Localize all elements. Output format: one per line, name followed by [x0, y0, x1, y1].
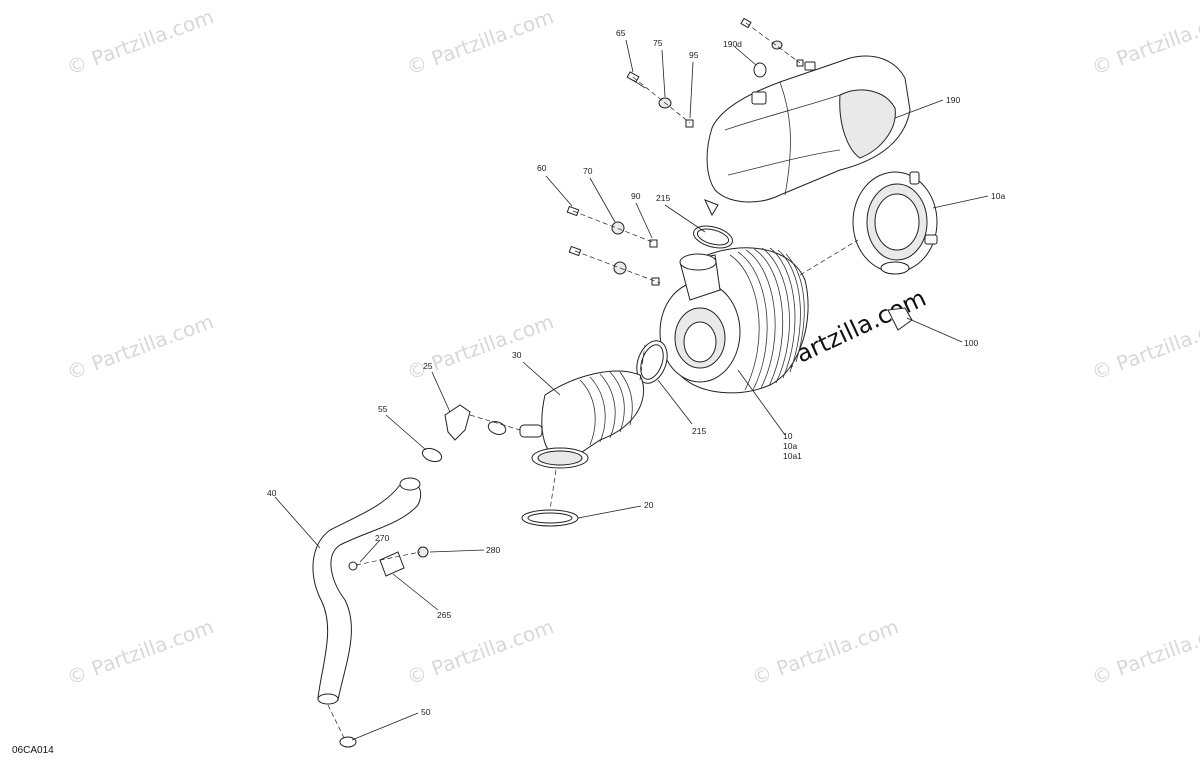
part-50-clamp[interactable] — [339, 736, 357, 748]
callout-25[interactable]: 25 — [423, 361, 433, 371]
part-30-intake-boot[interactable] — [519, 370, 645, 469]
callout-60[interactable]: 60 — [537, 163, 547, 173]
part-280-nut[interactable] — [417, 546, 429, 558]
callout-215-top[interactable]: 215 — [656, 193, 670, 203]
part-55-clamp[interactable] — [421, 419, 508, 464]
callout-30[interactable]: 30 — [512, 350, 522, 360]
part-70-washers[interactable] — [611, 221, 627, 275]
callout-70[interactable]: 70 — [583, 166, 593, 176]
part-265-holder[interactable] — [379, 551, 405, 577]
callout-55[interactable]: 55 — [378, 404, 388, 414]
part-270-grommet[interactable] — [348, 561, 358, 571]
callout-10a-lower[interactable]: 10a — [783, 441, 797, 451]
part-10a-filter-cap[interactable] — [852, 171, 938, 275]
watermark: © Partzilla.com — [749, 614, 902, 689]
watermark: © Partzilla.com — [1089, 4, 1200, 79]
watermark-layer: © Partzilla.com © Partzilla.com © Partzi… — [64, 4, 1200, 689]
watermark: © Partzilla.com — [404, 614, 557, 689]
part-25-elbow[interactable] — [444, 404, 471, 441]
callout-10a1[interactable]: 10a1 — [783, 451, 802, 461]
callout-labels: 65 75 95 190d 190 60 70 90 215 10a 100 3… — [267, 28, 1005, 717]
callout-95[interactable]: 95 — [689, 50, 699, 60]
watermark: © Partzilla.com — [404, 4, 557, 79]
part-65-bolt[interactable] — [626, 71, 646, 89]
callout-190d[interactable]: 190d — [723, 39, 742, 49]
callout-40[interactable]: 40 — [267, 488, 277, 498]
part-190-airbox-cover[interactable] — [704, 55, 911, 217]
part-40-drain-hose[interactable] — [312, 477, 422, 705]
callout-100[interactable]: 100 — [964, 338, 978, 348]
part-20-clamp[interactable] — [521, 509, 579, 527]
callout-10a[interactable]: 10a — [991, 191, 1005, 201]
watermark: © Partzilla.com — [1089, 309, 1200, 384]
part-60-bolts[interactable] — [566, 205, 582, 257]
part-10-filter-housing[interactable] — [659, 247, 809, 394]
callout-215-lower[interactable]: 215 — [692, 426, 706, 436]
watermark: © Partzilla.com — [64, 614, 217, 689]
part-90-nuts[interactable] — [649, 239, 660, 286]
watermark: © Partzilla.com — [64, 4, 217, 79]
watermark: © Partzilla.com — [1089, 614, 1200, 689]
callout-280[interactable]: 280 — [486, 545, 500, 555]
callout-90[interactable]: 90 — [631, 191, 641, 201]
watermark: © Partzilla.com — [404, 309, 557, 384]
housing-ribs — [729, 247, 805, 391]
callout-65[interactable]: 65 — [616, 28, 626, 38]
part-215-clamp-top[interactable] — [691, 222, 735, 252]
part-190d-clip[interactable] — [740, 17, 804, 78]
callout-10[interactable]: 10 — [783, 431, 793, 441]
callout-20[interactable]: 20 — [644, 500, 654, 510]
callout-75[interactable]: 75 — [653, 38, 663, 48]
callout-190[interactable]: 190 — [946, 95, 960, 105]
watermark: © Partzilla.com — [64, 309, 217, 384]
leader-lines — [274, 39, 989, 741]
callout-265[interactable]: 265 — [437, 610, 451, 620]
part-95-nut[interactable] — [685, 119, 694, 128]
callout-270[interactable]: 270 — [375, 533, 389, 543]
callout-50[interactable]: 50 — [421, 707, 431, 717]
diagram-code: 06CA014 — [12, 745, 54, 756]
